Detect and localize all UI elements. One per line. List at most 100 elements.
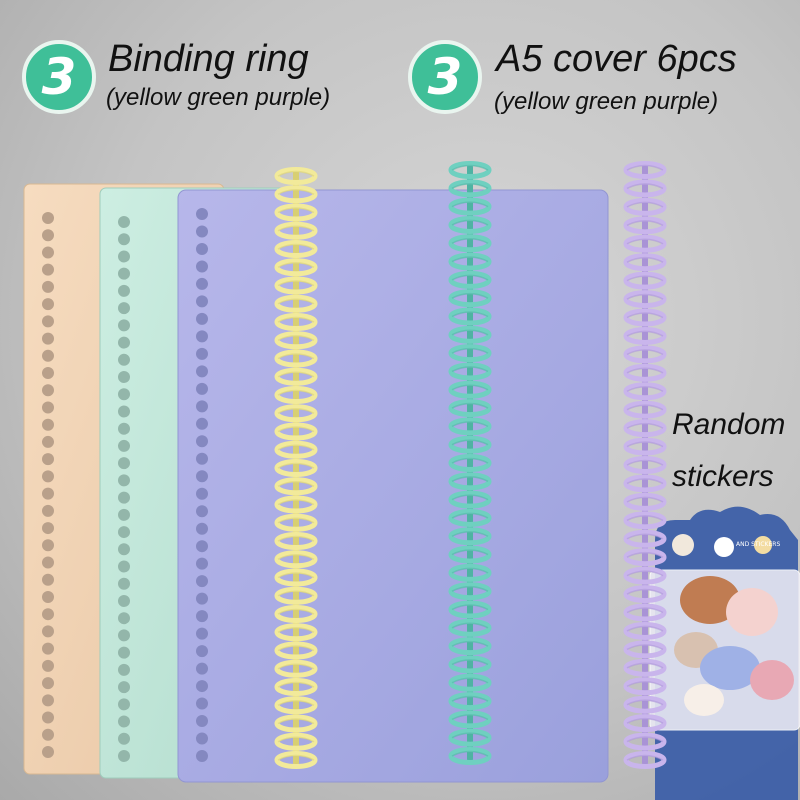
punch-hole (118, 560, 130, 573)
green-ring-loop (448, 289, 492, 308)
green-ring-shade (451, 531, 489, 537)
punch-hole (196, 505, 208, 518)
green-ring-loop (448, 527, 492, 546)
yellow-ring-shade (277, 371, 315, 378)
green-ring-shade (451, 476, 489, 482)
green-ring-loop (448, 344, 492, 363)
green-ring-loop (448, 728, 492, 747)
green-ring-shade (451, 256, 489, 263)
green-ring-loop (448, 234, 492, 253)
green-ring-shade (451, 567, 489, 574)
yellow-ring-loop (274, 532, 318, 550)
punch-hole (118, 388, 130, 401)
green-ring-shade (451, 164, 489, 171)
punch-hole (42, 332, 54, 345)
purple-ring-loop (623, 585, 667, 604)
punch-hole (196, 557, 208, 570)
brown-bear-sticker (680, 576, 740, 624)
yellow-ring-shade (277, 754, 315, 761)
purple-ring-loop (623, 511, 667, 530)
green-ring-shade (451, 457, 489, 464)
punch-hole (196, 435, 208, 448)
green-ring-loop (448, 325, 492, 344)
green-ring-shade (451, 347, 489, 354)
yellow-ring-loop (274, 240, 318, 258)
punch-hole (196, 452, 208, 465)
purple-ring-spine (642, 164, 648, 766)
yellow-ring-loop (274, 605, 318, 623)
green-ring-shade (451, 311, 489, 318)
yellow-ring-loop (274, 221, 318, 240)
green-ring-shade (451, 659, 489, 666)
purple-ring-shade (626, 551, 664, 558)
purple-ring-loop (623, 548, 667, 567)
green-ring-shade (451, 732, 489, 739)
flower-sticker-icon (754, 536, 772, 554)
yellow-ring-loop (274, 258, 318, 277)
green-ring-loop (448, 600, 492, 619)
punch-hole (118, 422, 130, 435)
yellow-ring-loop (274, 313, 318, 331)
green-ring-shade (451, 292, 489, 299)
green-ring-loop (448, 655, 492, 674)
punch-hole (196, 242, 208, 255)
yellow-ring-loop (274, 459, 318, 477)
yellow-ring-loop (274, 203, 318, 222)
yellow-ring-shade (277, 389, 315, 396)
punch-hole (196, 592, 208, 605)
punch-hole (196, 575, 208, 588)
yellow-ring-loop (274, 732, 318, 751)
a5-cover-title: A5 cover 6pcs (496, 38, 737, 80)
punch-hole (42, 246, 54, 259)
green-ring-shade (451, 329, 489, 336)
green-ring-shade (451, 640, 489, 647)
purple-ring-shade (626, 238, 664, 245)
punch-hole (42, 608, 54, 621)
yellow-ring-loop (274, 331, 318, 350)
purple-ring-shade (626, 644, 664, 651)
yellow-ring-loop (274, 477, 318, 496)
green-ring-shade (451, 421, 489, 428)
yellow-ring-shade (277, 207, 315, 214)
purple-ring-shade (626, 754, 664, 761)
green-ring-shade (451, 384, 489, 391)
yellow-ring-shade (277, 408, 315, 414)
green-ring-loop (448, 215, 492, 234)
purple-ring-shade (626, 570, 664, 577)
yellow-ring-loop (274, 568, 318, 587)
green-ring-loop (448, 307, 492, 326)
purple-ring-shade (626, 588, 664, 595)
punch-hole (118, 508, 130, 521)
stickers-label: stickers (672, 460, 774, 493)
punch-hole (118, 577, 130, 590)
punch-hole (42, 539, 54, 552)
yellow-ring-loop (274, 641, 318, 660)
purple-ring-loop (623, 437, 667, 456)
punch-hole (118, 284, 130, 297)
punch-hole (118, 629, 130, 642)
punch-hole (42, 315, 54, 328)
purple-ring-shade (626, 183, 664, 190)
punch-hole (118, 319, 130, 332)
yellow-ring-loop (274, 678, 318, 696)
green-ring-shade (451, 402, 489, 409)
yellow-ring-shade (277, 608, 315, 615)
green-ring-shade (451, 274, 489, 281)
green-ring-loop (448, 673, 492, 692)
punch-hole (118, 336, 130, 349)
purple-ring-shade (626, 312, 664, 319)
punch-hole (42, 487, 54, 500)
punch-hole (118, 405, 130, 418)
punch-hole (196, 662, 208, 675)
purple-ring-shade (626, 607, 664, 614)
purple-ring-shade (626, 330, 664, 337)
yellow-ring-shade (277, 462, 315, 469)
green-ring-loop (448, 435, 492, 454)
purple-ring-loop (623, 658, 667, 677)
green-ring-shade (451, 201, 489, 208)
punch-hole (118, 491, 130, 504)
punch-hole (196, 260, 208, 273)
yellow-ring-shade (277, 316, 315, 323)
punch-hole (42, 401, 54, 414)
purple-ring-loop (623, 751, 667, 769)
